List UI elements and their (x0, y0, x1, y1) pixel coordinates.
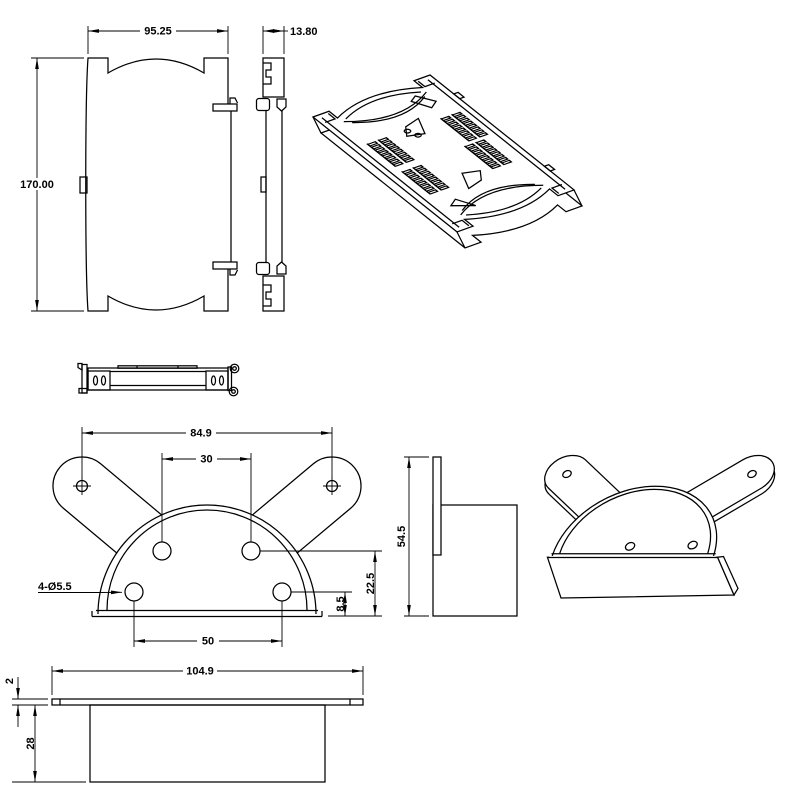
bracket-iso-front-face (547, 557, 734, 598)
bracket-iso-wing-hole-left (562, 471, 572, 478)
dim-lower-holes-label: 50 (202, 636, 214, 648)
view-bracket-bottom (51, 698, 364, 783)
base-flange (51, 698, 364, 706)
tray-side-bottom-block (262, 275, 285, 312)
dim-hole-callout-label: 4-Ø5.5 (38, 581, 72, 593)
view-tray-edge (77, 362, 240, 397)
tray-edge-slot-box-left (87, 370, 111, 391)
tray-edge-left-foot (77, 362, 83, 372)
tray-side-pin-top-right (276, 98, 287, 112)
dim-tray-height: 170.00 (18, 57, 84, 312)
view-bracket-iso (510, 448, 793, 598)
view-tray-side (255, 57, 287, 312)
tray-front-outline (85, 57, 229, 312)
tray-iso-guide-vanes (345, 92, 539, 211)
view-bracket-side (432, 456, 518, 617)
tray-iso-inner-walls (322, 80, 565, 228)
bracket-base-lines (91, 609, 323, 618)
dim-base-width-label: 104.9 (186, 666, 214, 678)
tray-edge-slot-box-right (205, 370, 229, 391)
tray-side-pin-bottom-right (276, 261, 287, 275)
dim-upper-holes: 30 (161, 453, 252, 542)
tray-latch-top (212, 103, 238, 112)
dim-base-depth-label: 28 (25, 737, 37, 749)
tray-side-bottom-steps (263, 284, 272, 307)
tray-iso-fiber-guides (344, 92, 543, 215)
dim-tray-thickness: 13.80 (262, 26, 318, 54)
tray-side-clip-bottom-left (255, 261, 271, 276)
dim-lower-holes: 50 (133, 601, 283, 648)
dim-side-height: 54.5 (396, 456, 429, 617)
view-bracket-front (52, 456, 362, 618)
dim-tray-width-label: 95.25 (144, 26, 172, 38)
tray-iso-hole2 (413, 133, 422, 138)
tray-side-mid-tab (260, 176, 267, 193)
dim-upper-height-label: 22.5 (365, 573, 377, 594)
bracket-dome-fill (92, 505, 322, 616)
tray-latch-top-hook (229, 97, 239, 104)
dim-lower-height-label: 8.5 (335, 596, 347, 611)
dim-wing-span-label: 84.9 (190, 428, 211, 440)
bracket-dome-outer-arc (97, 504, 317, 615)
view-tray-iso (313, 73, 582, 248)
tray-edge-slot (218, 375, 225, 386)
dim-base-depth: 28 (12, 705, 86, 783)
dim-flange-thickness-label: 2 (4, 678, 16, 684)
tray-side-top-steps (263, 62, 272, 85)
tray-edge-inner-lines (110, 370, 206, 387)
dim-side-height-label: 54.5 (396, 526, 408, 547)
dim-wing-span: 84.9 (81, 427, 333, 478)
dim-base-width: 104.9 (51, 665, 364, 695)
bracket-iso-floor-hole (624, 543, 635, 551)
tray-latch-bottom-hook (229, 269, 239, 276)
tray-iso-corner-brackets (318, 78, 568, 230)
tray-iso-edge-tab2 (544, 165, 554, 171)
tray-edge-slot (210, 375, 217, 386)
tray-side-clip-top-left (255, 97, 271, 112)
tray-edge-hinge-ring-top (229, 363, 240, 374)
tray-iso-wall-edges (313, 117, 582, 248)
tray-edge-hinge-ring-bottom (228, 386, 239, 397)
bracket-iso-side-face (718, 557, 738, 596)
bracket-iso-dome-arc (552, 486, 736, 556)
bracket-side-body (432, 504, 518, 617)
dim-hole-callout: 4-Ø5.5 (38, 581, 123, 595)
tray-side-tab (79, 176, 88, 194)
tray-edge-left-foot2 (78, 387, 88, 394)
dim-flange-thickness: 2 (4, 677, 48, 727)
dim-tray-width: 95.25 (87, 25, 229, 54)
tray-latch-bottom (212, 261, 238, 270)
bracket-side-wing-strip (432, 456, 442, 556)
base-flange-ticks (59, 699, 351, 705)
base-body (89, 704, 326, 783)
dim-upper-height: 22.5 (260, 550, 382, 617)
bracket-iso-wing-hole-right (747, 471, 757, 478)
bracket-dome-inner-arc (106, 509, 308, 611)
dim-tray-height-label: 170.00 (20, 179, 54, 191)
dim-upper-holes-label: 30 (200, 454, 212, 466)
tray-edge-top-strip (117, 365, 198, 369)
view-tray-front (79, 57, 239, 312)
bracket-iso-floor-hole2 (687, 541, 698, 549)
tray-iso-edge-tab (454, 92, 464, 98)
tray-edge-strip-ticks (136, 366, 179, 369)
tray-side-top-block (262, 57, 285, 98)
tray-edge-slot (92, 375, 99, 386)
tray-edge-slot (100, 375, 107, 386)
tray-iso-hole (403, 129, 412, 134)
tray-iso-outline (313, 75, 574, 232)
bracket-iso-inner-arc (560, 489, 729, 553)
tray-side-body (265, 110, 283, 263)
dim-tray-thickness-label: 13.80 (290, 26, 318, 38)
dim-lower-height: 8.5 (291, 591, 352, 616)
